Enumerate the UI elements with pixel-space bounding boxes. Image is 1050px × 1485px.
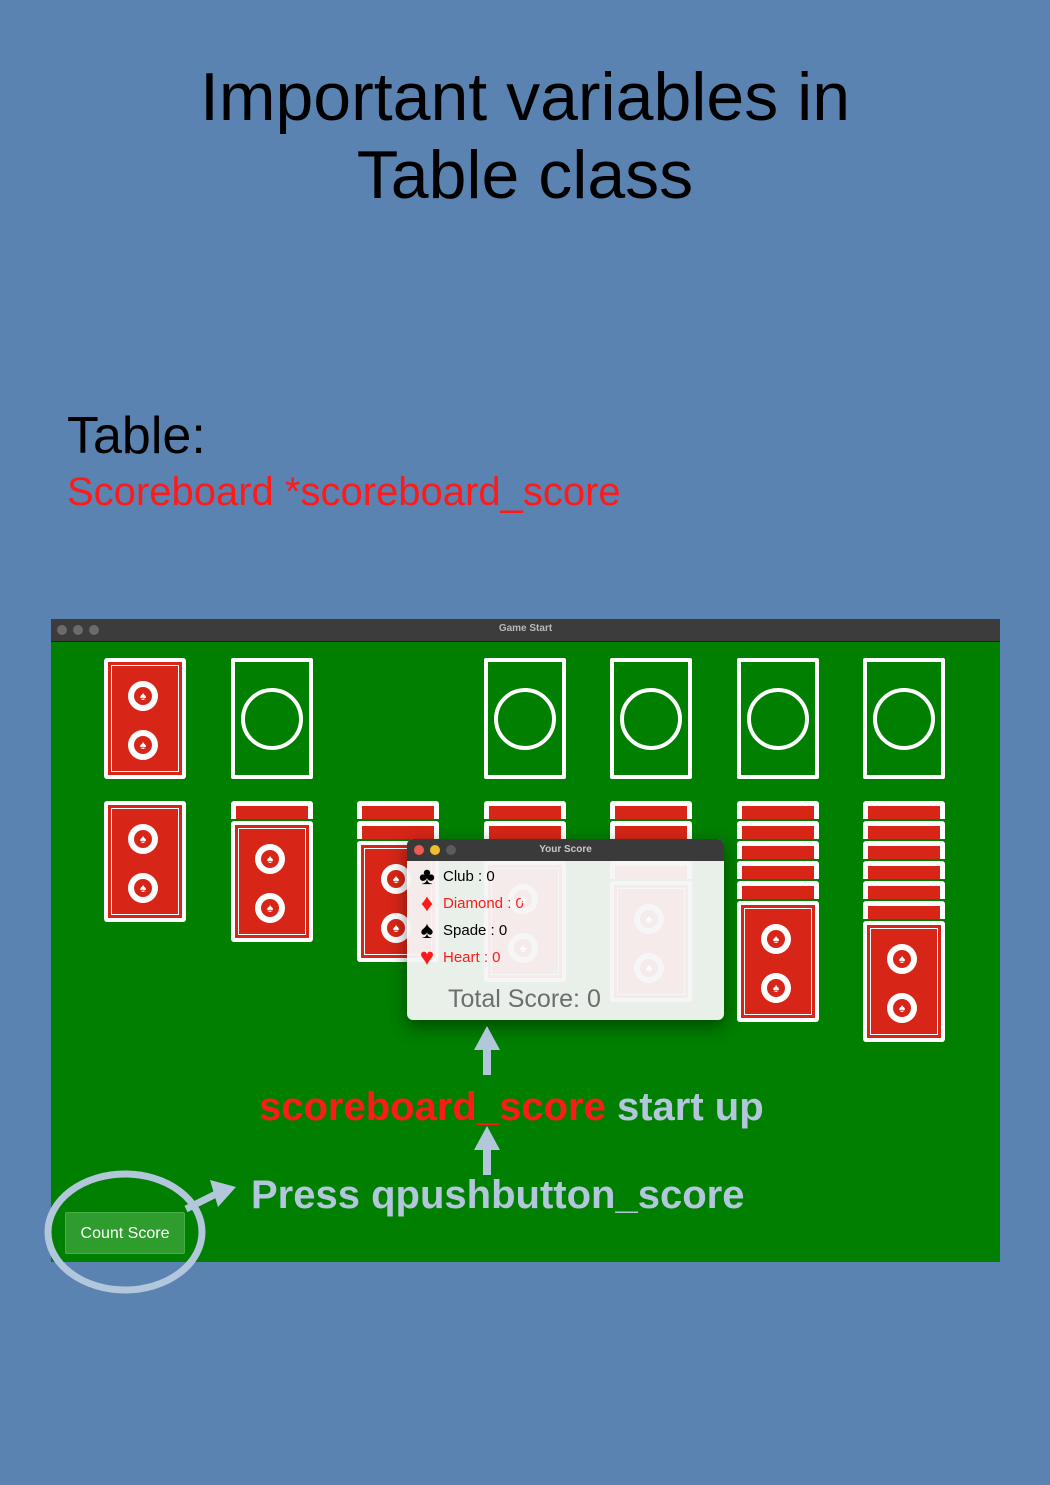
section-label: Table: — [67, 407, 206, 465]
slot-circle-icon — [494, 688, 556, 750]
diamond-icon: ♦ — [420, 890, 434, 918]
score-dialog: Your Score ♣ Club : 0 ♦ Diamond : 0 ♠ Spade… — [407, 839, 724, 1020]
minimize-dot-icon[interactable] — [430, 845, 440, 855]
score-row-club: ♣ Club : 0 — [413, 865, 495, 889]
up-arrow-icon — [474, 1126, 500, 1175]
heart-icon: ♥ — [419, 944, 435, 972]
card-back[interactable]: ♠♠ — [863, 921, 945, 1042]
stacked-card-edge[interactable] — [863, 901, 945, 919]
slide-title-line1: Important variables in — [199, 59, 851, 135]
stacked-card-edge[interactable] — [863, 861, 945, 879]
card-emblem-icon: ♠ — [128, 873, 158, 903]
club-icon: ♣ — [419, 863, 435, 891]
empty-card-slot[interactable] — [863, 658, 945, 779]
score-row-diamond: ♦ Diamond : 0 — [413, 892, 524, 916]
stacked-card-edge[interactable] — [484, 821, 566, 839]
stacked-card-edge[interactable] — [737, 841, 819, 859]
stacked-card-edge[interactable] — [863, 801, 945, 819]
stacked-card-edge[interactable] — [737, 861, 819, 879]
card-emblem-icon: ♠ — [381, 864, 411, 894]
slot-circle-icon — [747, 688, 809, 750]
startup-annotation: scoreboard_score start up — [259, 1083, 764, 1131]
card-emblem-icon: ♠ — [761, 924, 791, 954]
stacked-card-edge[interactable] — [737, 881, 819, 899]
slot-circle-icon — [620, 688, 682, 750]
up-arrow-icon — [474, 1026, 500, 1075]
stacked-card-edge[interactable] — [357, 821, 439, 839]
score-dialog-titlebar: Your Score — [407, 839, 724, 861]
score-row-label: Heart : 0 — [443, 949, 501, 967]
card-emblem-icon: ♠ — [128, 824, 158, 854]
stacked-card-edge[interactable] — [610, 801, 692, 819]
score-row-label: Spade : 0 — [443, 922, 508, 940]
empty-card-slot[interactable] — [484, 658, 566, 779]
card-emblem-icon: ♠ — [887, 944, 917, 974]
card-emblem-icon: ♠ — [255, 893, 285, 923]
close-dot-icon[interactable] — [414, 845, 424, 855]
total-score: Total Score: 0 — [448, 985, 601, 1013]
stacked-card-edge[interactable] — [484, 801, 566, 819]
window-title: Game Start — [498, 623, 553, 634]
card-emblem-icon: ♠ — [887, 993, 917, 1023]
score-dialog-title: Your Score — [539, 844, 592, 855]
close-dot-icon[interactable] — [57, 625, 67, 635]
stacked-card-edge[interactable] — [863, 881, 945, 899]
window-titlebar: Game Start — [51, 619, 1000, 642]
stacked-card-edge[interactable] — [737, 821, 819, 839]
stacked-card-edge[interactable] — [231, 801, 313, 819]
card-emblem-icon: ♠ — [381, 913, 411, 943]
card-emblem-icon: ♠ — [255, 844, 285, 874]
card-emblem-icon: ♠ — [128, 681, 158, 711]
minimize-dot-icon[interactable] — [73, 625, 83, 635]
zoom-dot-icon[interactable] — [89, 625, 99, 635]
stacked-card-edge[interactable] — [610, 821, 692, 839]
score-row-heart: ♥ Heart : 0 — [413, 946, 501, 970]
card-back[interactable]: ♠♠ — [737, 901, 819, 1022]
card-back[interactable]: ♠♠ — [231, 821, 313, 942]
section-variable: Scoreboard *scoreboard_score — [67, 470, 621, 514]
startup-text: start up — [605, 1085, 764, 1129]
empty-card-slot[interactable] — [737, 658, 819, 779]
card-emblem-icon: ♠ — [761, 973, 791, 1003]
empty-card-slot[interactable] — [231, 658, 313, 779]
startup-variable: scoreboard_score — [259, 1085, 606, 1129]
stacked-card-edge[interactable] — [863, 821, 945, 839]
score-row-label: Diamond : 0 — [443, 895, 524, 913]
slot-circle-icon — [873, 688, 935, 750]
stacked-card-edge[interactable] — [863, 841, 945, 859]
score-row-label: Club : 0 — [443, 868, 495, 886]
empty-card-slot[interactable] — [610, 658, 692, 779]
game-window: Game Start ♠♠♠♠♠♠♠♠♠♠♠♠♠♠♠♠ — [51, 619, 1000, 1262]
score-row-spade: ♠ Spade : 0 — [413, 917, 508, 945]
count-score-button[interactable]: Count Score — [65, 1212, 185, 1254]
card-back[interactable]: ♠♠ — [104, 658, 186, 779]
press-annotation: Press qpushbutton_score — [251, 1173, 745, 1217]
stacked-card-edge[interactable] — [357, 801, 439, 819]
spade-icon: ♠ — [420, 917, 434, 945]
stacked-card-edge[interactable] — [737, 801, 819, 819]
card-back[interactable]: ♠♠ — [104, 801, 186, 922]
slide-title-line2: Table class — [356, 137, 694, 213]
zoom-dot-icon[interactable] — [446, 845, 456, 855]
slide-title: Important variables in Table class — [0, 58, 1050, 214]
card-emblem-icon: ♠ — [128, 730, 158, 760]
slot-circle-icon — [241, 688, 303, 750]
highlight-circle — [44, 1170, 206, 1294]
